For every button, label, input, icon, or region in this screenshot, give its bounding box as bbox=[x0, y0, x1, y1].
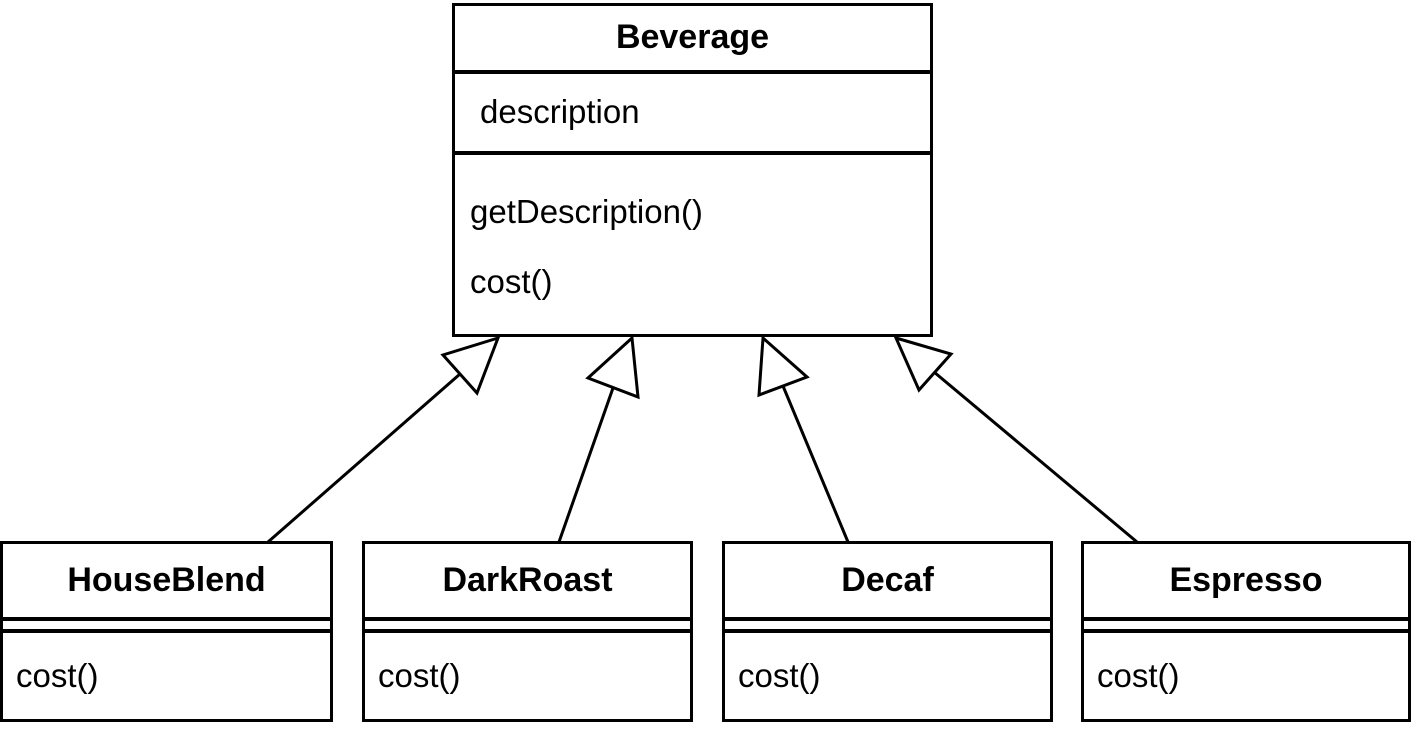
class-box-decaf: Decaf cost() bbox=[722, 541, 1053, 722]
method: cost() bbox=[470, 263, 553, 300]
class-name: HouseBlend bbox=[3, 544, 330, 621]
generalization-arrow-espresso-to-beverage bbox=[893, 335, 1138, 544]
generalization-line bbox=[933, 370, 1138, 544]
hollow-triangle-arrowhead bbox=[440, 335, 501, 396]
class-box-houseblend: HouseBlend cost() bbox=[0, 541, 333, 722]
method: cost() bbox=[16, 657, 99, 694]
method: cost() bbox=[738, 657, 821, 694]
attributes-compartment-empty bbox=[1084, 621, 1408, 633]
generalization-arrow-houseblend-to-beverage bbox=[267, 335, 501, 544]
generalization-arrow-darkroast-to-beverage bbox=[557, 334, 640, 543]
class-name: Decaf bbox=[725, 544, 1050, 621]
attribute: description bbox=[480, 93, 640, 131]
generalization-line bbox=[557, 387, 615, 543]
generalization-line bbox=[267, 372, 461, 544]
methods-compartment: cost() bbox=[725, 633, 1050, 719]
methods-compartment: cost() bbox=[1084, 633, 1408, 719]
generalization-arrow-decaf-to-beverage bbox=[757, 334, 850, 543]
method: cost() bbox=[378, 657, 461, 694]
class-box-espresso: Espresso cost() bbox=[1081, 541, 1411, 722]
method: cost() bbox=[1097, 657, 1180, 694]
attributes-compartment-empty bbox=[365, 621, 690, 633]
methods-compartment: getDescription() cost() bbox=[455, 155, 930, 334]
class-name: Espresso bbox=[1084, 544, 1408, 621]
class-name: DarkRoast bbox=[365, 544, 690, 621]
class-name: Beverage bbox=[455, 6, 930, 74]
hollow-triangle-arrowhead bbox=[893, 335, 954, 393]
hollow-triangle-arrowhead bbox=[585, 334, 640, 400]
methods-compartment: cost() bbox=[3, 633, 330, 719]
hollow-triangle-arrowhead bbox=[757, 334, 810, 398]
method: getDescription() bbox=[470, 193, 703, 230]
attributes-compartment-empty bbox=[3, 621, 330, 633]
attributes-compartment-empty bbox=[725, 621, 1050, 633]
methods-compartment: cost() bbox=[365, 633, 690, 719]
class-box-darkroast: DarkRoast cost() bbox=[362, 541, 693, 722]
class-box-beverage: Beverage description getDescription() co… bbox=[452, 3, 933, 337]
generalization-line bbox=[781, 385, 850, 543]
attributes-compartment: description bbox=[455, 74, 930, 155]
